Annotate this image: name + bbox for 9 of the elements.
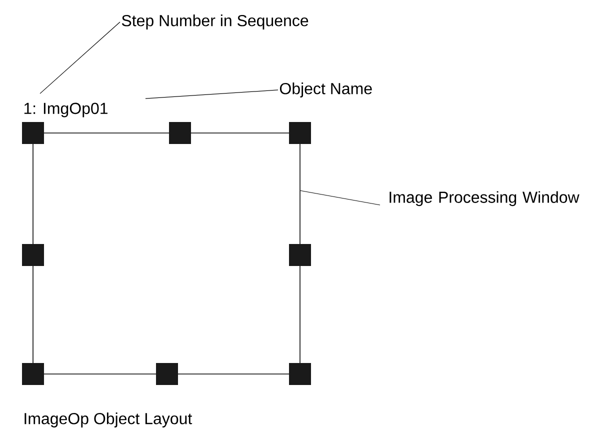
window-box-drawing (22, 122, 311, 385)
leader-line (300, 190, 380, 206)
object-title: 1: ImgOp01 (24, 102, 108, 118)
leader-label: Step Number in Sequence (122, 14, 308, 30)
leader-line (40, 22, 120, 94)
leader-line (145, 90, 278, 99)
caption: ImageOp Object Layout (24, 412, 192, 428)
leader-label: Object Name (280, 82, 372, 98)
leader-label: Image Processing Window (390, 191, 580, 206)
